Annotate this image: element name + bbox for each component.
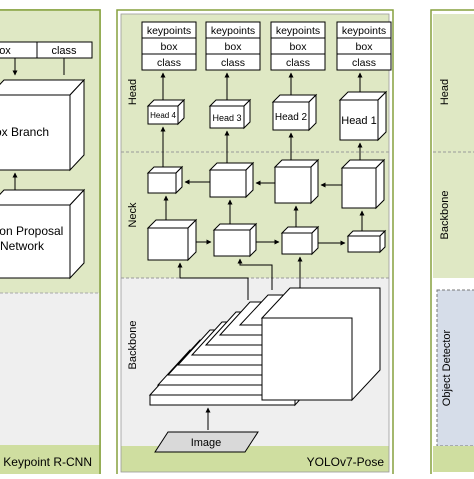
- output-box-label: box: [290, 41, 308, 53]
- backbone-stack: [148, 287, 381, 407]
- neck-top-block-4: [340, 158, 386, 210]
- neck-bottom-block-4: [346, 229, 387, 254]
- neck-bottom-block-1: [146, 218, 198, 262]
- output-class-label: class: [352, 57, 376, 69]
- head-4-label: Head 4: [150, 111, 176, 120]
- head-1-block: Head 1: [338, 90, 388, 142]
- box-branch-block: ox Branch: [0, 78, 86, 172]
- output-table-2: keypoints box class: [205, 21, 261, 71]
- left-panel-caption: Keypoint R-CNN: [3, 455, 92, 469]
- proposal-label-line1: ion Proposal: [0, 224, 63, 238]
- right-backbone-label: Backbone: [439, 191, 451, 240]
- neck-bottom-block-3: [280, 225, 320, 256]
- panel-keypoint-rcnn: ox class ox Branch ion Proposal Network …: [0, 9, 101, 477]
- backbone-section-label: Backbone: [127, 321, 139, 370]
- output-keypoints-label: keypoints: [211, 25, 255, 37]
- head-2-label: Head 2: [275, 112, 308, 123]
- middle-panel-caption: YOLOv7-Pose: [307, 455, 385, 469]
- output-class-label: class: [157, 57, 181, 69]
- output-box-label: box: [225, 41, 243, 53]
- output-table-1: keypoints box class: [141, 21, 197, 71]
- output-table-4: keypoints box class: [336, 21, 392, 71]
- region-proposal-network-block: ion Proposal Network: [0, 188, 86, 280]
- left-class-label: class: [51, 45, 77, 57]
- object-detector-section: [436, 289, 474, 447]
- neck-bottom-block-2: [212, 222, 258, 258]
- left-box-label: ox: [0, 45, 11, 57]
- proposal-label-line2: Network: [0, 239, 45, 253]
- output-class-label: class: [221, 57, 245, 69]
- output-table-3: keypoints box class: [270, 21, 326, 71]
- output-box-label: box: [161, 41, 179, 53]
- panel-yolov7-pose: Head Neck Backbone keypoints box class k…: [116, 9, 394, 477]
- head-4-block: Head 4: [146, 98, 186, 126]
- right-head-label: Head: [439, 79, 451, 105]
- panel-right: Head Backbone Object Detector: [430, 9, 474, 477]
- head-2-block: Head 2: [271, 93, 318, 132]
- output-class-label: class: [286, 57, 310, 69]
- head-3-label: Head 3: [212, 113, 241, 123]
- neck-section-label: Neck: [127, 202, 139, 228]
- output-keypoints-label: keypoints: [276, 25, 320, 37]
- head-1-label: Head 1: [341, 115, 376, 127]
- neck-top-block-3: [273, 158, 320, 205]
- neck-top-block-1: [146, 165, 184, 195]
- right-object-detector-label: Object Detector: [441, 329, 453, 406]
- output-box-label: box: [356, 41, 374, 53]
- head-section-label: Head: [127, 79, 139, 105]
- output-keypoints-label: keypoints: [342, 25, 386, 37]
- head-3-block: Head 3: [208, 98, 252, 130]
- neck-top-block-2: [208, 161, 255, 199]
- output-keypoints-label: keypoints: [147, 25, 191, 37]
- image-input-block: Image: [154, 431, 259, 453]
- box-branch-label: ox Branch: [0, 125, 49, 139]
- image-input-label: Image: [191, 437, 222, 449]
